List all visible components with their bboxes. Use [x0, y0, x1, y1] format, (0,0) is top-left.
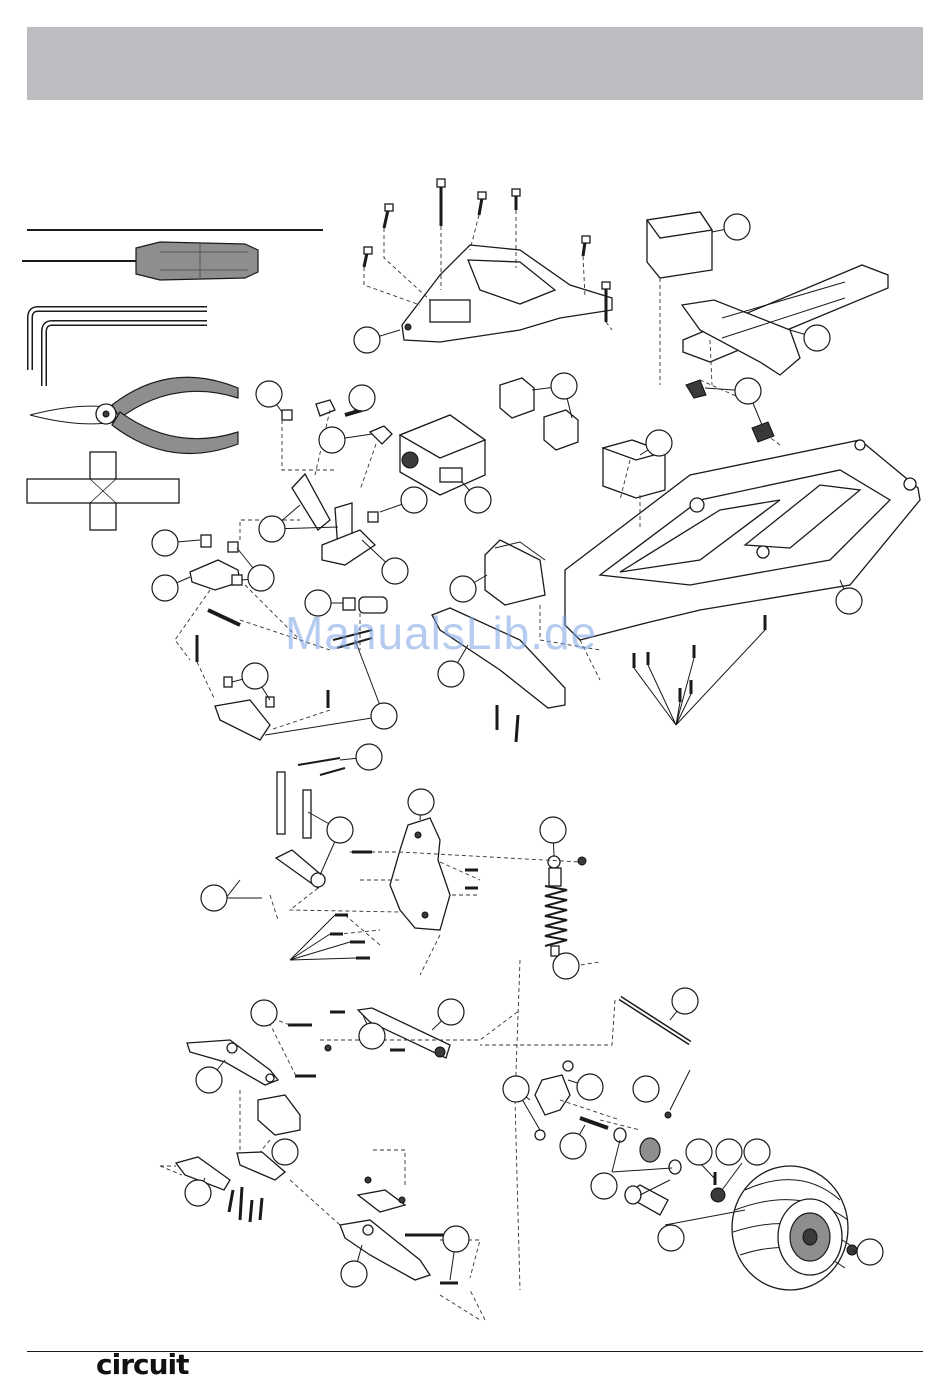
part-callouts — [152, 214, 883, 1287]
servo-saver-parts — [190, 400, 392, 740]
front-bulkhead — [485, 540, 545, 605]
phillips-screwdriver-icon — [22, 242, 258, 280]
brand-logo: circuit — [96, 1352, 189, 1378]
servo — [400, 415, 485, 495]
top-deck-plate — [682, 265, 888, 375]
axle-shaft — [580, 998, 690, 1128]
shock-absorber — [545, 856, 586, 968]
lower-arm-mount — [358, 1190, 405, 1212]
front-wheel — [732, 1166, 857, 1290]
steering-knuckle-link — [276, 850, 325, 888]
front-bulkhead-lower — [258, 1095, 300, 1135]
hex-wrench-icon — [30, 309, 207, 386]
front-bumper — [432, 608, 565, 708]
cross-wrench-icon — [27, 452, 179, 530]
receiver-box — [647, 212, 712, 278]
steering-knuckle — [535, 1061, 573, 1140]
servo-mount-plate — [402, 245, 612, 342]
shock-tower — [390, 818, 450, 930]
needle-nose-pliers-icon — [30, 377, 238, 453]
